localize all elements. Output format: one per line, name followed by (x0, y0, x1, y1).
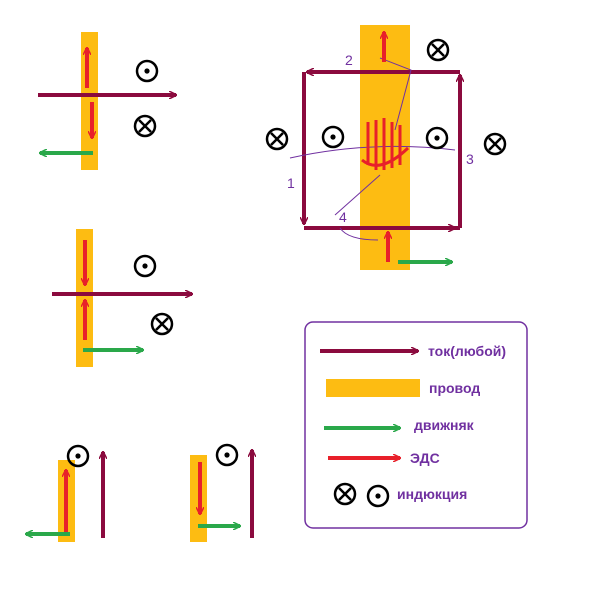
legend-emf-label: ЭДС (410, 450, 440, 466)
label-line-2 (379, 57, 412, 131)
field-out-icon (425, 126, 449, 150)
panel-4 (190, 443, 252, 542)
wire-bar (76, 229, 93, 367)
field-out-icon (366, 484, 390, 508)
field-in-icon (265, 127, 289, 151)
field-in-icon (483, 132, 507, 156)
legend-induction-label: индюкция (397, 486, 467, 502)
panel-2 (52, 229, 192, 367)
legend: ток(любой) провод движняк ЭДС индюкция (304, 321, 528, 529)
field-in-icon (133, 114, 157, 138)
field-out-icon (135, 59, 159, 83)
field-out-icon (321, 125, 345, 149)
legend-wire-swatch (326, 379, 420, 397)
panel-1 (38, 32, 176, 170)
label-line-4b (339, 227, 379, 241)
field-out-icon (133, 254, 157, 278)
legend-wire-label: провод (429, 380, 480, 396)
label-line-4 (334, 174, 381, 216)
loop-label-1: 1 (287, 175, 295, 191)
field-in-icon (426, 38, 450, 62)
loop-label-3: 3 (466, 151, 474, 167)
panel-3 (26, 444, 103, 542)
loop-label-4: 4 (339, 209, 347, 225)
loop-label-2: 2 (345, 52, 353, 68)
emf-cluster (361, 118, 410, 170)
field-out-icon (66, 444, 90, 468)
legend-motion-label: движняк (414, 417, 475, 433)
wire-bar (81, 32, 98, 170)
field-out-icon (215, 443, 239, 467)
field-in-icon (333, 482, 357, 506)
legend-current-label: ток(любой) (428, 343, 506, 359)
loop-panel: 2 3 1 4 (265, 25, 507, 270)
legend-box (304, 321, 528, 529)
field-in-icon (150, 312, 174, 336)
